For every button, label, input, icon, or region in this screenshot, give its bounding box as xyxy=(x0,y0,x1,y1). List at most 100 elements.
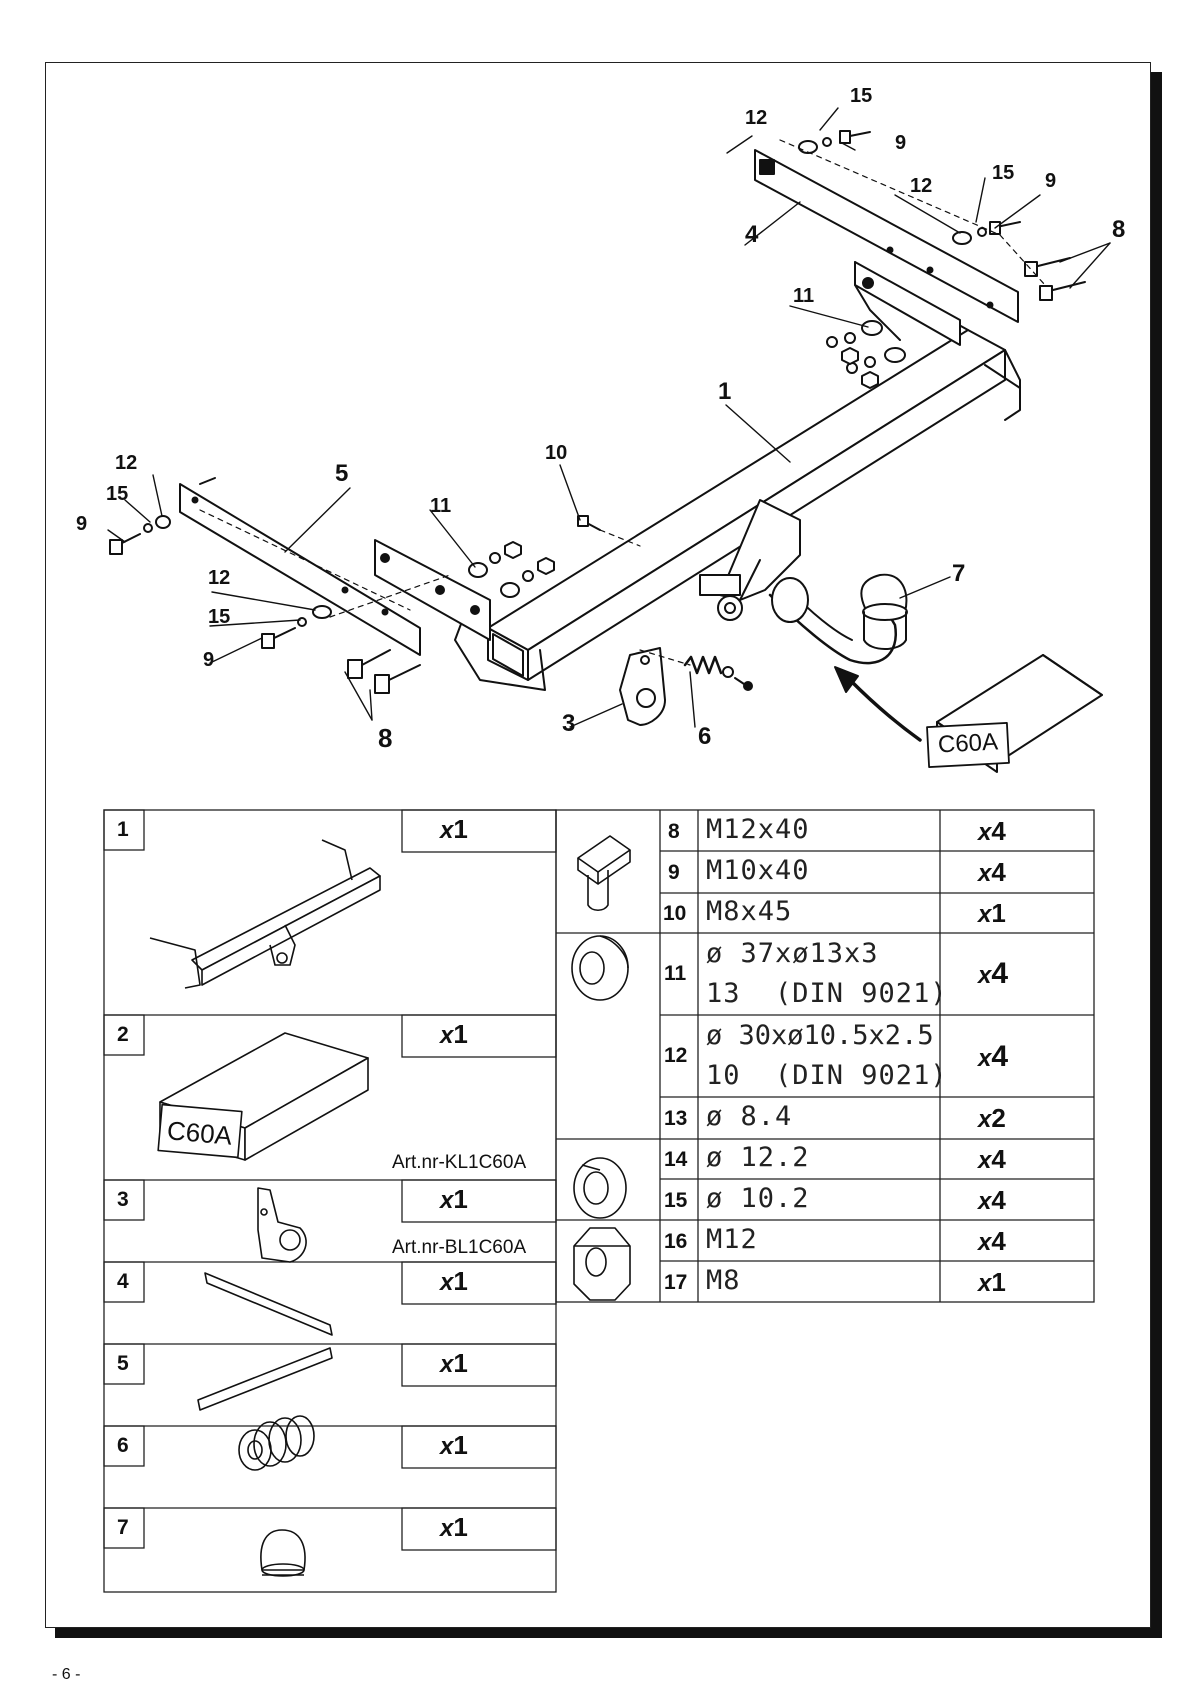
thumb-spring xyxy=(238,1415,315,1471)
callout-7: 7 xyxy=(952,560,966,587)
callout-4: 4 xyxy=(745,221,759,248)
part-9-spec: M10x40 xyxy=(706,855,810,886)
thumb-strap-5 xyxy=(197,1347,333,1411)
callout-10: 10 xyxy=(545,442,568,464)
part-7-quantity: x1 xyxy=(440,1512,468,1542)
thumb-bolt xyxy=(577,835,631,912)
thumb-cap xyxy=(260,1529,306,1577)
part-12-number: 12 xyxy=(664,1044,688,1067)
part-15-spec: ø 10.2 xyxy=(706,1183,810,1214)
callout-11: 11 xyxy=(793,285,815,307)
part-9-number: 9 xyxy=(668,861,680,884)
part-16-quantity: x4 xyxy=(978,1226,1006,1256)
part-6-quantity: x1 xyxy=(440,1430,468,1460)
part-15-quantity: x4 xyxy=(978,1185,1006,1215)
frame-shadow-bottom xyxy=(55,1628,1162,1638)
part-16-spec: M12 xyxy=(706,1224,758,1255)
part-11-number: 11 xyxy=(664,962,687,985)
part-17-spec: M8 xyxy=(706,1265,741,1296)
thumb-strap-4 xyxy=(204,1272,333,1336)
thumb-spring-washer xyxy=(573,1157,627,1219)
strap-part-5 xyxy=(179,477,421,656)
callout-3: 3 xyxy=(562,710,576,737)
frame-shadow-right xyxy=(1151,72,1162,1638)
strap-part-4 xyxy=(754,149,1019,323)
part-2-article-number: Art.nr-KL1C60A xyxy=(392,1152,527,1173)
part-17-quantity: x1 xyxy=(978,1267,1006,1297)
callout-8: 8 xyxy=(378,723,393,753)
callout-12: 12 xyxy=(208,567,231,589)
part-8-quantity: x4 xyxy=(978,816,1006,846)
part-17-number: 17 xyxy=(664,1271,688,1294)
callout-12: 12 xyxy=(745,107,768,129)
part-4-number: 4 xyxy=(117,1270,129,1293)
callout-9: 9 xyxy=(1045,170,1057,192)
thumb-washer xyxy=(571,935,629,1001)
part-1-number: 1 xyxy=(117,818,129,841)
fastener-set-right xyxy=(798,130,1086,389)
towball-neck xyxy=(699,499,898,665)
part-3-quantity: x1 xyxy=(440,1184,468,1214)
callout-5: 5 xyxy=(335,460,349,487)
page-number: - 6 - xyxy=(52,1666,81,1683)
callout-leaders xyxy=(107,107,1111,728)
callout-15: 15 xyxy=(208,606,231,628)
spring-part-6 xyxy=(683,655,753,691)
thumb-crossbar xyxy=(149,839,381,989)
callout-12: 12 xyxy=(910,175,933,197)
callout-9: 9 xyxy=(203,649,215,671)
part-2-box-label: C60A xyxy=(165,1115,234,1151)
part-11-spec-din: 13 (DIN 9021) xyxy=(706,978,948,1009)
part-7-number: 7 xyxy=(117,1516,129,1539)
callout-6: 6 xyxy=(698,723,712,750)
alignment-lines xyxy=(199,139,1046,666)
callout-12: 12 xyxy=(115,452,138,474)
bracket-left-plate xyxy=(374,539,491,641)
bracket-right-plate xyxy=(854,261,961,346)
part-10-number: 10 xyxy=(663,902,687,925)
box-c60a-drawing xyxy=(926,654,1103,773)
callout-15: 15 xyxy=(992,162,1015,184)
thumb-socket-plate xyxy=(257,1187,307,1263)
part-2-number: 2 xyxy=(117,1023,129,1046)
callout-11: 11 xyxy=(430,495,452,517)
part-15-number: 15 xyxy=(664,1189,688,1212)
part-12-quantity: x4 xyxy=(978,1040,1009,1073)
part-8-number: 8 xyxy=(668,820,680,843)
part-13-number: 13 xyxy=(664,1107,688,1130)
part-12-spec: ø 30xø10.5x2.5 xyxy=(706,1020,934,1051)
part-3-article-number: Art.nr-BL1C60A xyxy=(392,1237,527,1258)
part-11-quantity: x4 xyxy=(978,957,1009,990)
part-16-number: 16 xyxy=(664,1230,688,1253)
callout-1: 1 xyxy=(718,378,732,405)
part-14-number: 14 xyxy=(664,1148,688,1171)
socket-plate-part-3 xyxy=(619,647,666,726)
part-14-quantity: x4 xyxy=(978,1144,1006,1174)
part-8-spec: M12x40 xyxy=(706,814,810,845)
part-3-number: 3 xyxy=(117,1188,129,1211)
part-4-quantity: x1 xyxy=(440,1266,468,1296)
callout-9: 9 xyxy=(895,132,907,154)
part-9-quantity: x4 xyxy=(978,857,1006,887)
part-12-spec-din: 10 (DIN 9021) xyxy=(706,1060,948,1091)
part-1-quantity: x1 xyxy=(440,814,468,844)
part-2-quantity: x1 xyxy=(440,1019,468,1049)
callout-9: 9 xyxy=(76,513,88,535)
callout-15: 15 xyxy=(106,483,129,505)
callout-8: 8 xyxy=(1112,216,1126,243)
part-10-quantity: x1 xyxy=(978,898,1006,928)
callout-15: 15 xyxy=(850,85,873,107)
thumb-nut xyxy=(573,1227,631,1301)
part-13-quantity: x2 xyxy=(978,1103,1006,1133)
fastener-set-left xyxy=(109,515,601,694)
part-13-spec: ø 8.4 xyxy=(706,1101,793,1132)
thumb-box xyxy=(157,1032,369,1161)
part-11-spec: ø 37xø13x3 xyxy=(706,938,879,969)
part-14-spec: ø 12.2 xyxy=(706,1142,810,1173)
part-10-spec: M8x45 xyxy=(706,896,793,927)
ball-cap-part-7 xyxy=(860,573,908,650)
part-5-number: 5 xyxy=(117,1352,129,1375)
part-6-number: 6 xyxy=(117,1434,129,1457)
